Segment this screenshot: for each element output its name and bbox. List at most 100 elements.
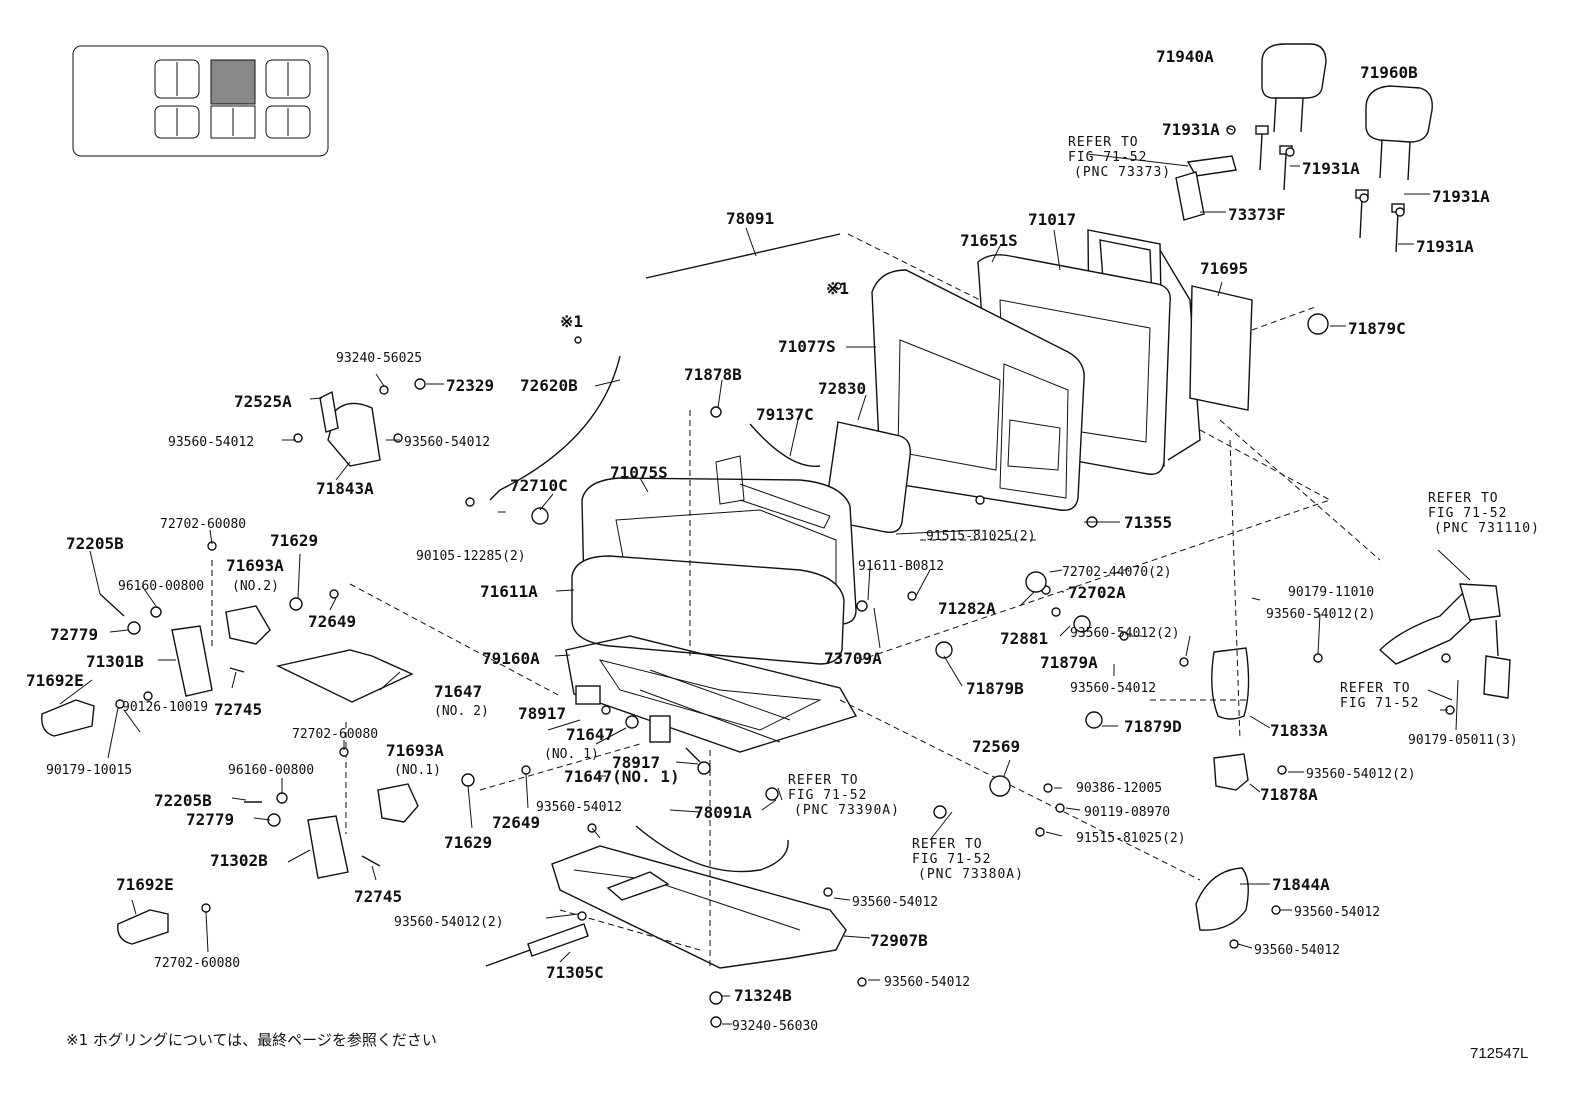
part-callout: 91515-81025(2) [1076,831,1186,846]
part-callout: 93560-54012(2) [1306,767,1416,782]
highlighted-seat-icon [210,59,256,105]
refer-note-line: (PNC 731110) [1434,521,1540,536]
part-callout: 71693A [386,741,444,760]
headrest-71940a [1261,43,1327,133]
part-callout: 72830 [818,379,866,398]
part-callout: 72779 [186,810,234,829]
part-callout: 93560-54012 [1070,681,1156,696]
part-callout: 72907B [870,931,928,950]
bracket-71878a [1213,753,1249,791]
part-callout: 71879B [966,679,1024,698]
foot-cover-71692e-upper [41,699,95,737]
part-callout: 96160-00800 [118,579,204,594]
part-callout: 71017 [1028,210,1076,229]
part-callout: 71931A [1162,120,1220,139]
refer-note-line: REFER TO [788,773,859,788]
part-callout: 71629 [270,531,318,550]
part-callout: 73709A [824,649,882,668]
part-callout: 93240-56025 [336,351,422,366]
part-callout: 71647 [566,725,614,744]
refer-note-line: (PNC 73373) [1074,165,1171,180]
part-callout: 72569 [972,737,1020,756]
part-callout: 93560-54012 [536,800,622,815]
part-callout: 93560-54012 [884,975,970,990]
part-callout: 71075S [610,463,668,482]
part-callout: 71878B [684,365,742,384]
part-callout: 72649 [308,612,356,631]
hinge-71301b [171,625,213,697]
part-callout: 91611-B0812 [858,559,944,574]
part-callout: 71931A [1432,187,1490,206]
part-callout: 93560-54012 [1294,905,1380,920]
part-callout: 93560-54012(2) [1070,626,1180,641]
part-callout: 79160A [482,649,540,668]
part-callout: 71611A [480,582,538,601]
part-callout: 72779 [50,625,98,644]
part-callout: 71695 [1200,259,1248,278]
part-callout: 78091 [726,209,774,228]
part-callout: 90119-08970 [1084,805,1170,820]
part-callout: 71647 [434,682,482,701]
footnote: ※1 ホグリングについては、最終ページを参照ください [66,1031,437,1049]
part-callout: (NO. 1) [544,747,599,762]
side-cover-71844a [1195,867,1249,931]
part-callout: 72620B [520,376,578,395]
part-callout: 71324B [734,986,792,1005]
part-callout: 90179-10015 [46,763,132,778]
part-callout: 73373F [1228,205,1286,224]
refer-note-line: REFER TO [912,837,983,852]
part-callout: 93560-54012(2) [394,915,504,930]
refer-note-line: FIG 71-52 [788,788,867,803]
part-callout: 93560-54012 [404,435,490,450]
part-callout: 72881 [1000,629,1048,648]
hinge-71302b [307,815,349,879]
part-callout: 72702-44070(2) [1062,565,1172,580]
part-callout: 71692E [26,671,84,690]
cushion-frame [565,635,858,753]
part-callout: 78917 [612,753,660,772]
part-callout: 71940A [1156,47,1214,66]
part-callout: (NO.1) [394,763,441,778]
gas-strut [485,923,589,967]
part-callout: 71692E [116,875,174,894]
part-callout: 79137C [756,405,814,424]
cable-78091 [645,233,841,279]
callout-labels: 71940A71960B71931A71931A71931A71931A7337… [26,47,1518,1034]
cover-71693a-no2 [225,605,271,645]
refer-note-line: REFER TO [1428,491,1499,506]
part-callout: 71879C [1348,319,1406,338]
part-callout: 72745 [214,700,262,719]
part-callout: 96160-00800 [228,763,314,778]
part-callout: 90179-11010 [1288,585,1374,600]
part-callout: 93240-56030 [732,1019,818,1034]
part-callout: ※1 [826,279,849,298]
part-callout: 90126-10019 [122,700,208,715]
part-callout: 90386-12005 [1076,781,1162,796]
part-callout: 71629 [444,833,492,852]
part-callout: 71647(NO. 1) [564,767,680,786]
part-callout: 72205B [154,791,212,810]
part-callout: 72205B [66,534,124,553]
part-callout: 90179-05011(3) [1408,733,1518,748]
harness-78091a [635,825,789,873]
part-callout: 72649 [492,813,540,832]
part-callout: 93560-54012 [1254,943,1340,958]
part-callout: 71355 [1124,513,1172,532]
part-callout: 78091A [694,803,752,822]
refer-note-line: FIG 71-52 [1340,696,1419,711]
leader-lines [59,127,1471,1025]
refer-note-line: (PNC 73380A) [918,867,1024,882]
seat-belt-assembly [1378,583,1511,699]
part-callout: 72525A [234,392,292,411]
lower-frame [551,845,847,969]
refer-note-line: FIG 71-52 [912,852,991,867]
part-callout: (NO.2) [232,579,279,594]
part-callout: 71878A [1260,785,1318,804]
part-callout: 91515-81025(2) [926,529,1036,544]
seatback-lock-bracket [1175,155,1237,221]
part-callout: 72745 [354,887,402,906]
part-callout: 72710C [510,476,568,495]
part-callout: 93560-54012(2) [1266,607,1376,622]
